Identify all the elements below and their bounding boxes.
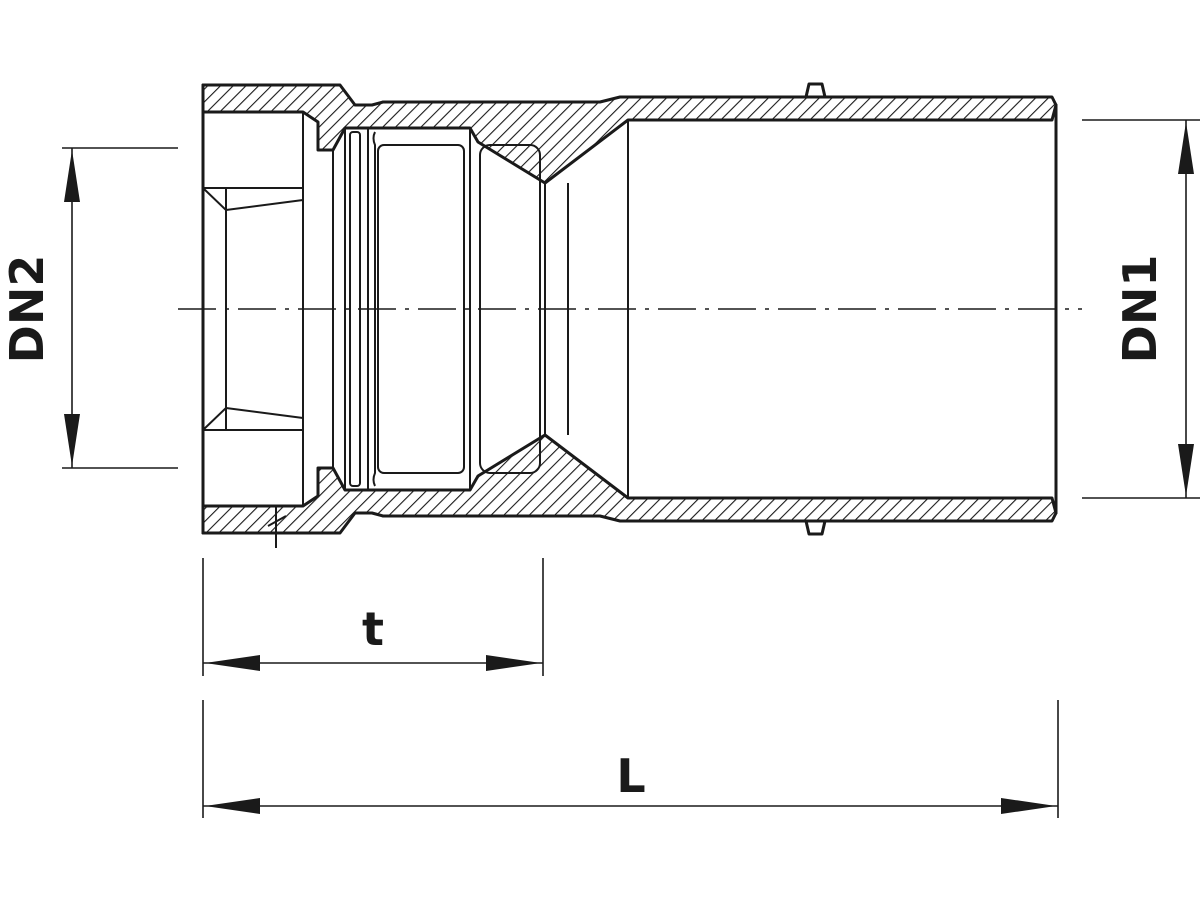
dn1-label: DN1 [1113, 255, 1167, 364]
thread-depth-mark [267, 515, 287, 527]
l-arrow-left [205, 798, 260, 814]
bottom-wall-section [201, 433, 1058, 535]
l-arrow-right [1001, 798, 1056, 814]
dn1-arrow-bottom [1178, 444, 1194, 496]
dn2-label: DN2 [0, 255, 54, 364]
t-arrow-left [205, 655, 260, 671]
l-label: L [616, 749, 645, 803]
t-arrow-right [486, 655, 541, 671]
dn2-arrow-top [64, 150, 80, 202]
t-label: t [362, 602, 384, 656]
top-press-bump [804, 82, 827, 99]
bottom-press-bump [804, 519, 827, 536]
dn1-arrow-top [1178, 122, 1194, 174]
thread-taper-bottom [225, 407, 304, 419]
thread-taper-top [225, 199, 304, 211]
dn2-arrow-bottom [64, 414, 80, 466]
top-wall-section [201, 83, 1058, 185]
